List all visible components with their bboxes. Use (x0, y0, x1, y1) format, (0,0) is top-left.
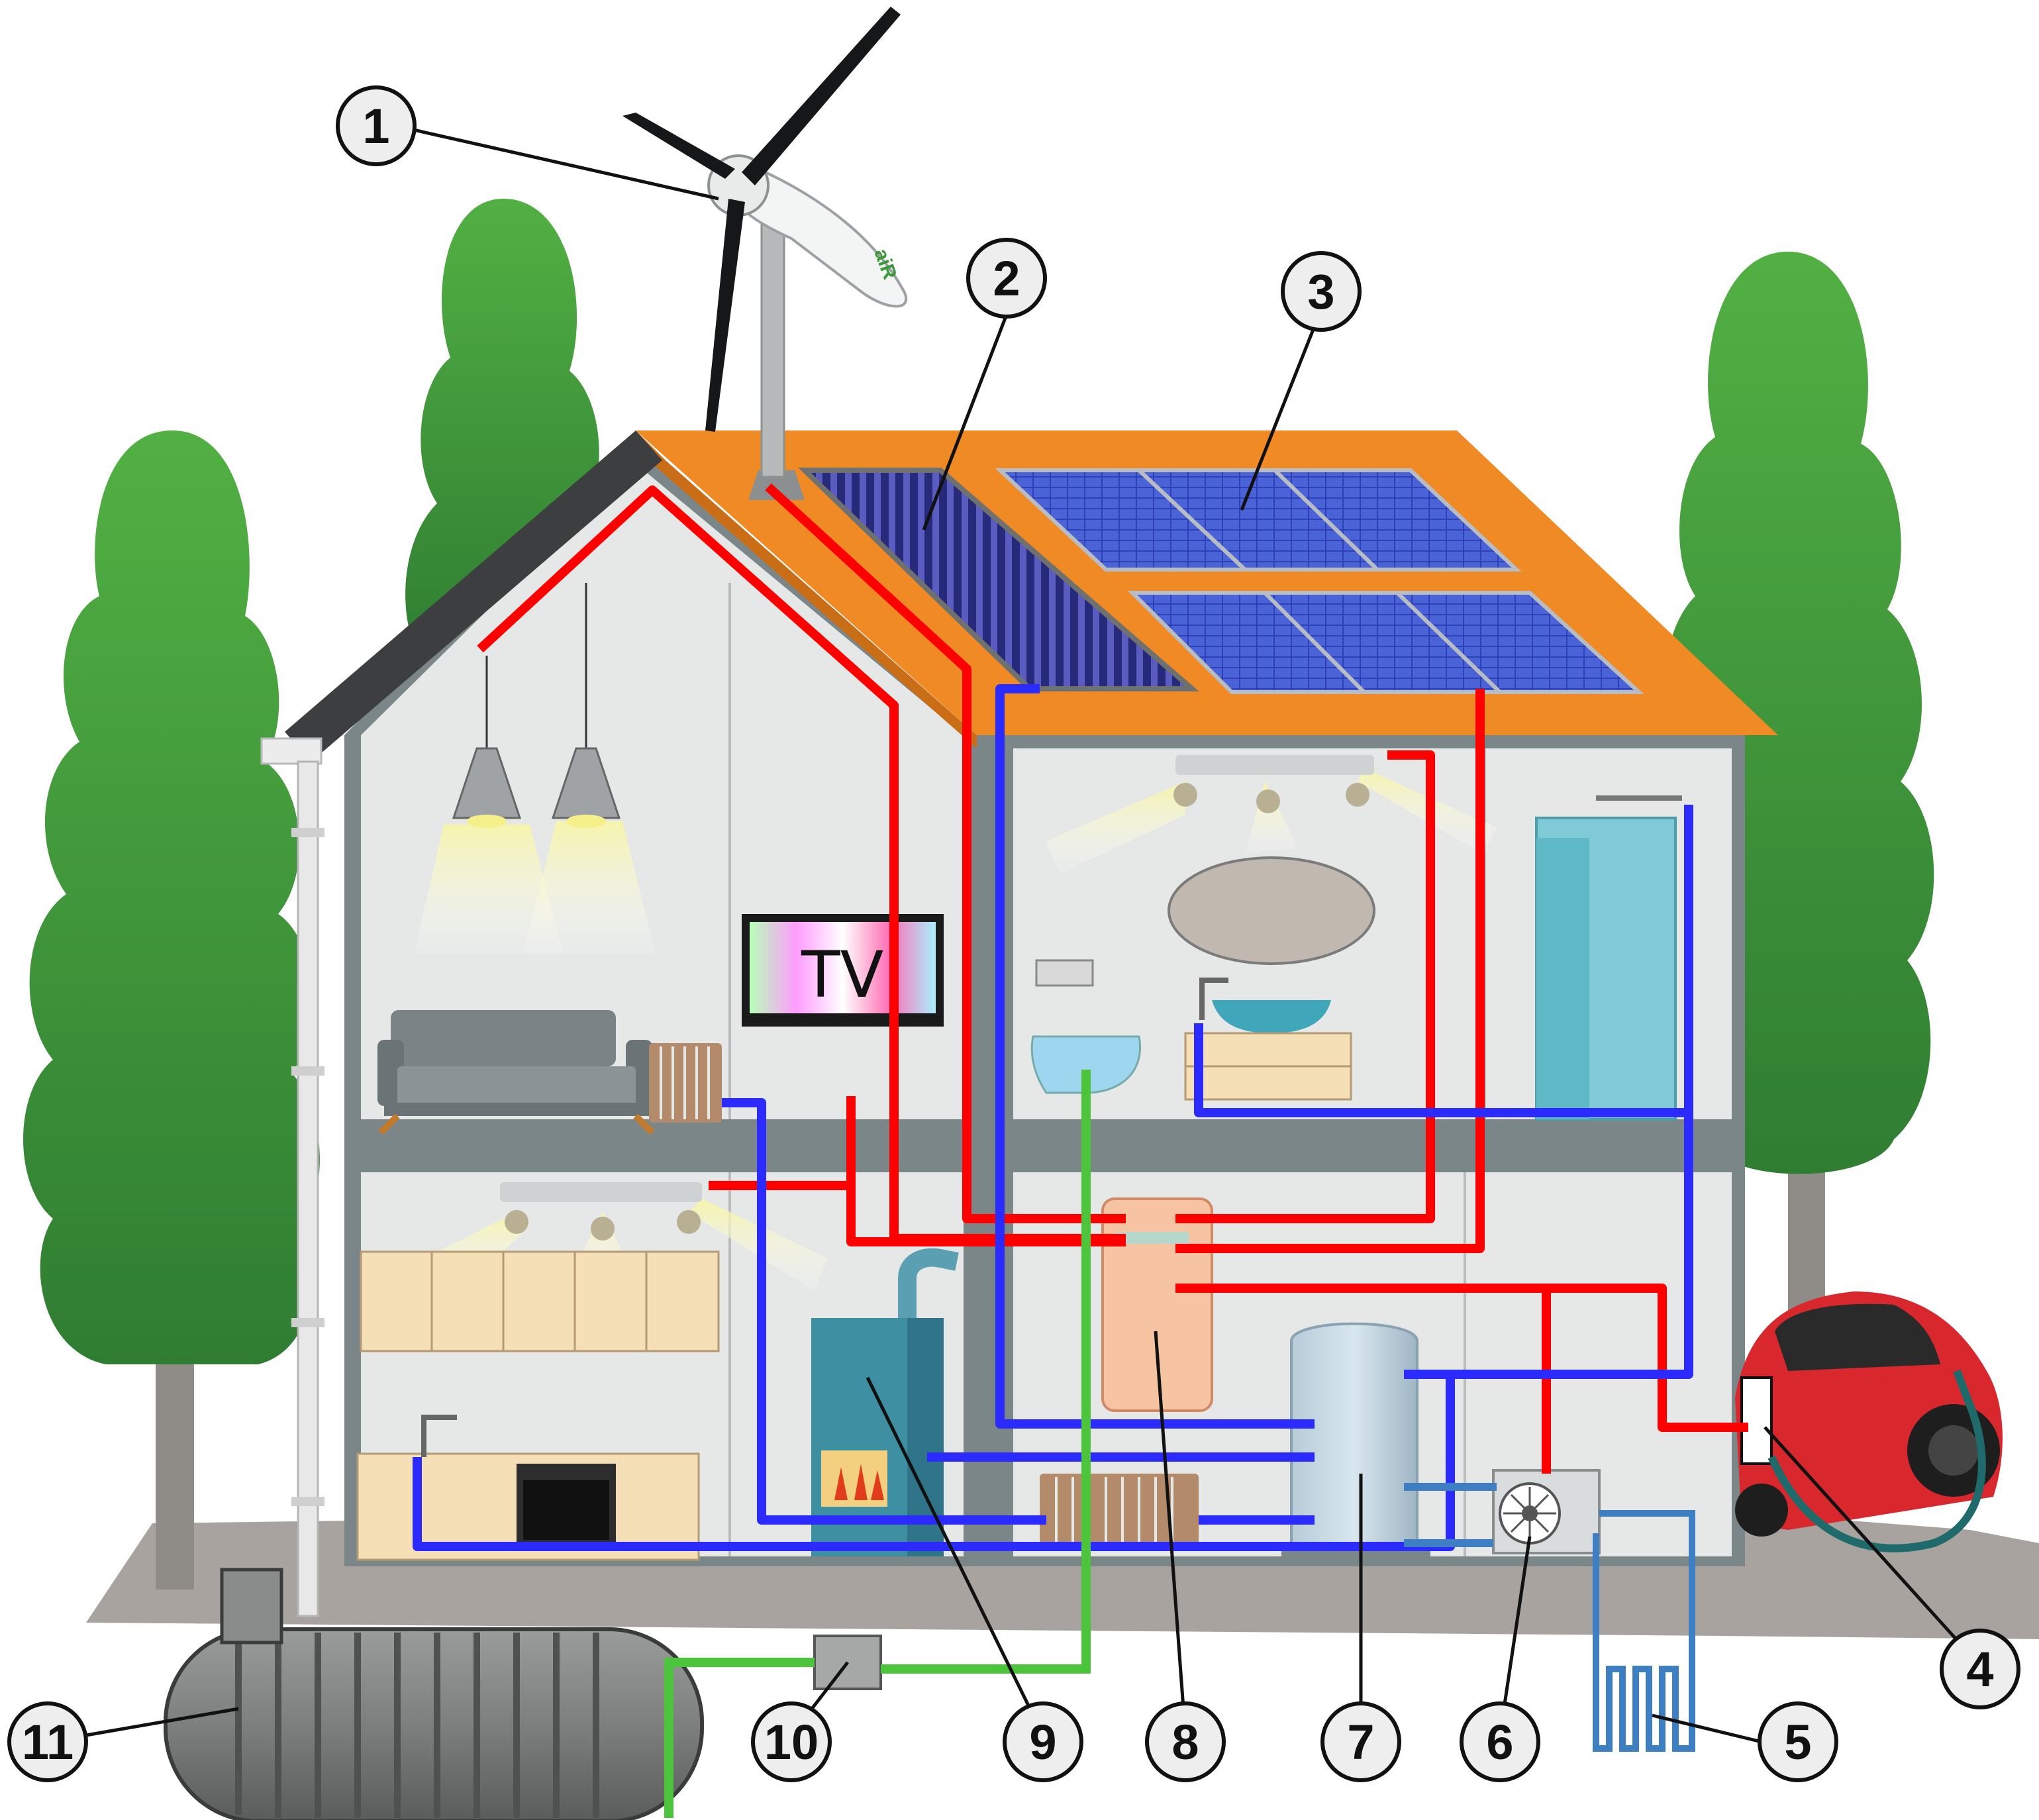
callout-2: 2 (966, 238, 1047, 319)
shower-cabin (1535, 795, 1682, 1121)
solar-thermal-collector (798, 468, 1199, 691)
callout-10: 10 (751, 1701, 832, 1782)
tree-left (23, 430, 320, 1590)
svg-text:7: 7 (1347, 1715, 1374, 1770)
battery-storage (1101, 1197, 1213, 1412)
light-switch (1035, 959, 1094, 987)
tv-label: TV (801, 938, 883, 1012)
radiator-lower (1040, 1474, 1199, 1550)
heat-pump (1492, 1469, 1601, 1554)
svg-text:8: 8 (1171, 1715, 1199, 1770)
charging-cable (1767, 1369, 1986, 1552)
hot-water-storage-tank (1281, 1322, 1430, 1563)
callout-7: 7 (1320, 1701, 1401, 1782)
ev-wallbox (1740, 1376, 1773, 1465)
photovoltaic-panels (995, 468, 1644, 694)
rainwater-cistern (164, 1568, 704, 1820)
svg-text:1: 1 (362, 99, 389, 154)
callout-5: 5 (1758, 1701, 1838, 1782)
svg-text:5: 5 (1784, 1715, 1811, 1770)
callout-leaders (85, 127, 1981, 1744)
svg-text:4: 4 (1966, 1642, 1993, 1697)
svg-text:2: 2 (993, 251, 1020, 306)
pendant-lamps (414, 583, 656, 954)
callout-4: 4 (1940, 1629, 2020, 1709)
downpipe (260, 737, 324, 1617)
wind-turbine: aiR (622, 7, 908, 500)
ground-heat-collector (1593, 1510, 1695, 1752)
svg-text:6: 6 (1486, 1715, 1513, 1770)
brine-lines (1404, 1483, 1497, 1547)
wall-cabinets (360, 1250, 720, 1352)
callout-3: 3 (1281, 251, 1362, 332)
callout-8: 8 (1145, 1701, 1226, 1782)
callout-11: 11 (7, 1701, 88, 1782)
callout-1: 1 (336, 85, 417, 166)
electric-lines (477, 483, 1748, 1474)
svg-text:9: 9 (1029, 1715, 1056, 1770)
callout-6: 6 (1460, 1701, 1540, 1782)
svg-text:3: 3 (1307, 264, 1334, 319)
svg-text:11: 11 (22, 1715, 74, 1770)
callout-9: 9 (1003, 1701, 1083, 1782)
svg-text:10: 10 (764, 1715, 819, 1770)
washbasin (1184, 978, 1352, 1101)
radiator-upper (649, 1043, 722, 1123)
television: TV (742, 914, 944, 1027)
sofa (377, 1010, 655, 1135)
mirror (1168, 856, 1375, 965)
rainwater-lines (664, 1070, 1091, 1818)
electric-car (1735, 1291, 2003, 1537)
